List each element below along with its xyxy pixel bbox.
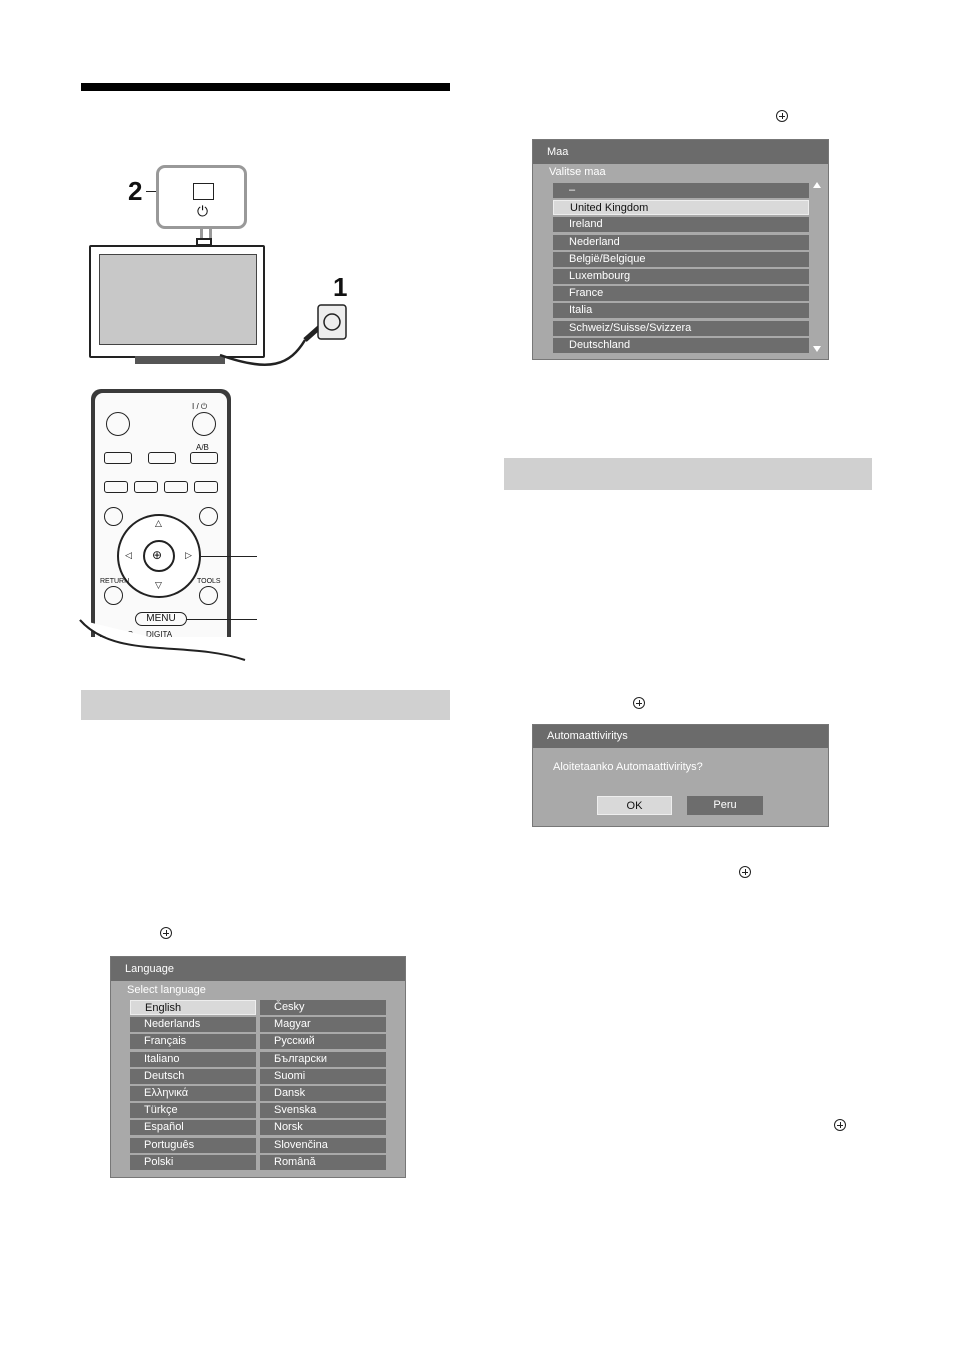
color-button-yellow[interactable] [164, 481, 188, 493]
language-option[interactable]: Русский [260, 1034, 386, 1050]
scroll-up-icon[interactable] [813, 182, 821, 188]
enter-icon [776, 110, 788, 122]
power-button-callout [156, 165, 247, 229]
section-rule [81, 83, 450, 91]
language-option[interactable]: Suomi [260, 1068, 386, 1084]
country-option[interactable]: België/Belgique [553, 251, 809, 267]
language-option[interactable]: Norsk [260, 1120, 386, 1136]
step-1-label: 1 [333, 272, 348, 302]
country-option[interactable]: Luxembourg [553, 269, 809, 284]
arrow-right-icon: ▷ [185, 550, 192, 560]
tools-label: TOOLS [197, 578, 221, 585]
language-menu-title: Language [111, 957, 405, 981]
language-option[interactable]: Deutsch [130, 1068, 256, 1084]
country-menu-title: Maa [533, 140, 828, 164]
enter-button[interactable] [143, 540, 175, 572]
enter-icon [739, 866, 751, 878]
language-option[interactable]: Български [260, 1051, 386, 1067]
menu-label: MENU [146, 613, 176, 624]
country-option[interactable]: France [553, 286, 809, 302]
autotune-dialog-message: Aloitetaanko Automaattiviritys? [553, 761, 703, 773]
return-label: RETURN [100, 578, 130, 585]
ok-button[interactable]: OK [597, 796, 672, 815]
language-option[interactable]: Dansk [260, 1086, 386, 1101]
enter-icon [160, 927, 172, 939]
leader-line [201, 556, 257, 557]
cancel-button[interactable]: Peru [687, 796, 763, 815]
country-option[interactable]: – [553, 183, 809, 198]
info-button[interactable] [106, 412, 130, 436]
country-option[interactable]: United Kingdom [553, 200, 809, 216]
power-icon: ⏻ [197, 203, 209, 219]
language-option[interactable]: Česky [260, 1000, 386, 1015]
language-menu-subtitle: Select language [127, 984, 206, 996]
language-option[interactable]: Français [130, 1034, 256, 1050]
language-option[interactable]: Türkçe [130, 1103, 256, 1119]
language-option[interactable]: Português [130, 1137, 256, 1153]
standby-button[interactable] [192, 412, 216, 436]
callout-stem [200, 229, 212, 238]
enter-icon [834, 1119, 846, 1131]
color-button-blue[interactable] [194, 481, 218, 493]
language-option[interactable]: Español [130, 1120, 256, 1136]
tv-screen [99, 254, 257, 345]
color-button-red[interactable] [104, 481, 128, 493]
step-2-label: 2 [128, 176, 143, 206]
enter-icon: ⊕ [152, 548, 163, 562]
section-heading-bar [81, 690, 450, 720]
language-option[interactable]: Polski [130, 1154, 256, 1170]
language-option[interactable]: Română [260, 1154, 386, 1170]
enter-icon [633, 697, 645, 709]
language-option[interactable]: Nederlands [130, 1017, 256, 1033]
power-button[interactable] [193, 183, 214, 200]
language-option[interactable]: English [130, 1000, 256, 1015]
hand-outline [75, 619, 255, 675]
input-button[interactable] [199, 507, 218, 526]
tools-button[interactable] [199, 586, 218, 605]
leader-line [187, 619, 257, 620]
ab-button[interactable] [190, 452, 218, 464]
arrow-down-icon: ▽ [155, 580, 162, 590]
autotune-dialog-title: Automaattiviritys [533, 725, 828, 748]
teletext-button[interactable] [104, 507, 123, 526]
country-option[interactable]: Schweiz/Suisse/Svizzera [553, 320, 809, 336]
pip-button[interactable] [148, 452, 176, 464]
country-option[interactable]: Deutschland [553, 337, 809, 353]
digital-label: DIGITA [146, 630, 173, 639]
country-menu-subtitle: Valitse maa [549, 166, 606, 178]
wide-button[interactable] [104, 452, 132, 464]
power-cord [219, 304, 347, 367]
scroll-down-icon[interactable] [813, 346, 821, 352]
arrow-left-icon: ◁ [125, 550, 132, 560]
arrow-up-icon: △ [155, 518, 162, 528]
autotune-dialog: Automaattiviritys Aloitetaanko Automaatt… [532, 724, 829, 827]
language-option[interactable]: Ελληνικά [130, 1086, 256, 1101]
leader-line [146, 191, 158, 192]
ab-label: A/B [196, 443, 209, 452]
language-option[interactable]: Svenska [260, 1103, 386, 1119]
return-button[interactable] [104, 586, 123, 605]
menu-button[interactable]: MENU [135, 612, 187, 626]
country-option[interactable]: Ireland [553, 217, 809, 233]
country-option[interactable]: Italia [553, 303, 809, 319]
standby-label: I / ⏻ [192, 402, 208, 411]
country-option[interactable]: Nederland [553, 234, 809, 250]
language-option[interactable]: Italiano [130, 1051, 256, 1067]
language-option[interactable]: Slovenčina [260, 1137, 386, 1153]
tv-stand [135, 356, 225, 364]
section-heading-bar [504, 458, 872, 490]
language-option[interactable]: Magyar [260, 1017, 386, 1033]
color-button-green[interactable] [134, 481, 158, 493]
